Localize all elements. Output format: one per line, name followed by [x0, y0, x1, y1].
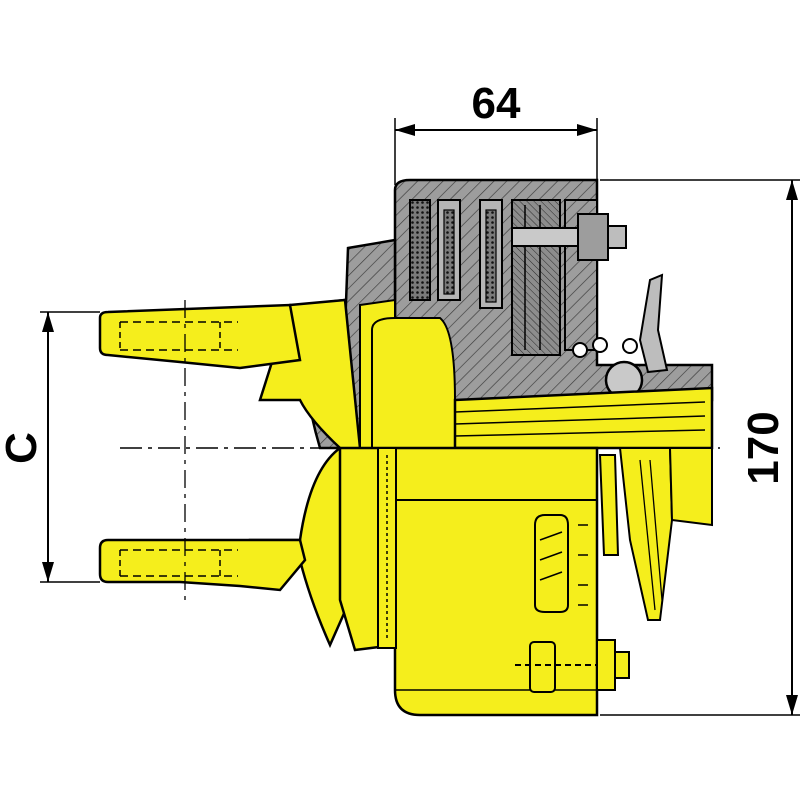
- shaft-yellow: [359, 298, 714, 450]
- dimension-right-label: 170: [739, 411, 788, 484]
- dimension-top-label: 64: [472, 79, 521, 128]
- yoke-yellow: [98, 298, 362, 649]
- dimension-top: 64: [394, 79, 598, 185]
- dimension-left-label: C: [0, 432, 46, 464]
- dimension-right: 170: [600, 179, 800, 716]
- housing-yellow-lower: [338, 446, 713, 717]
- dimension-left: C: [0, 311, 100, 583]
